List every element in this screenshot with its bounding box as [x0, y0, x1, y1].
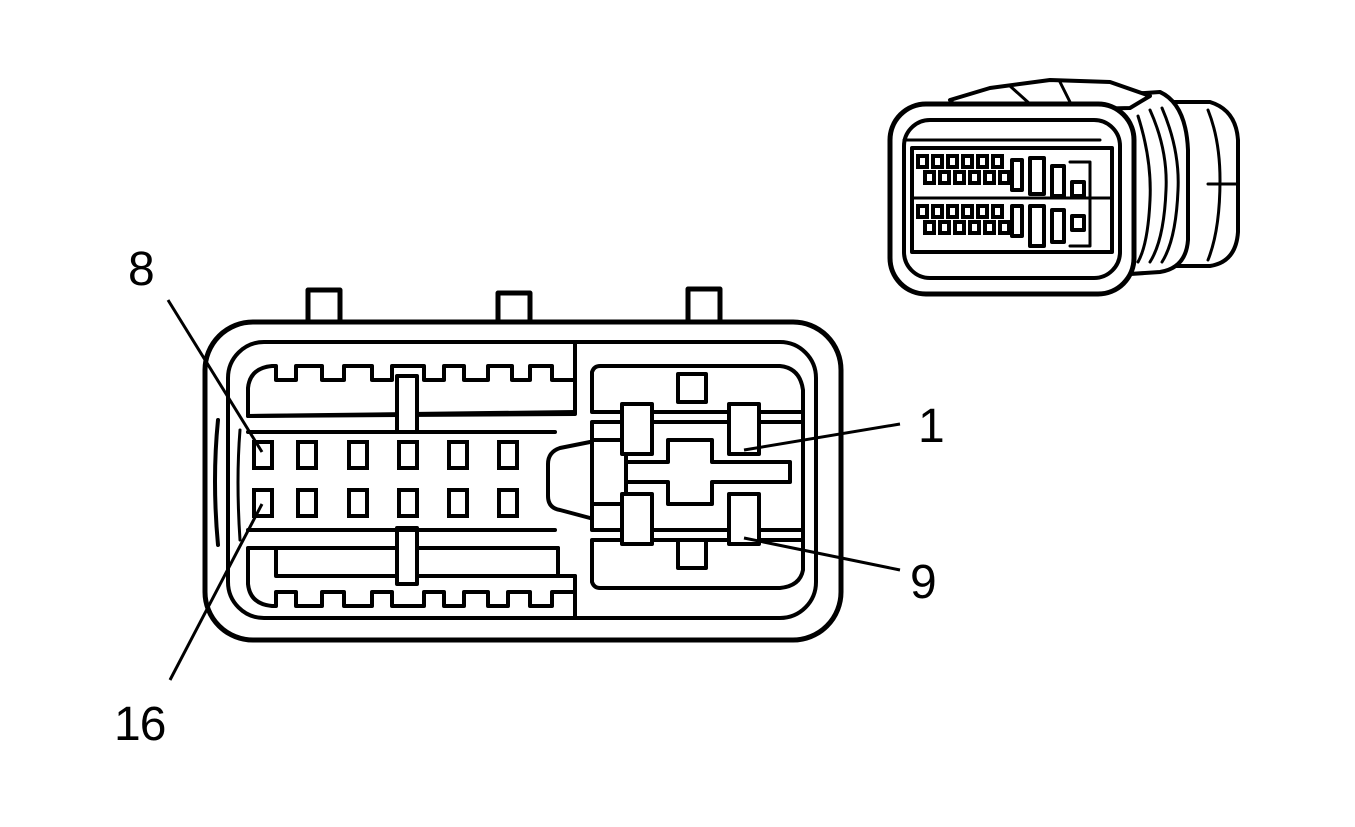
- shell-rim-left-inner: [236, 428, 242, 542]
- pin-label-8: 8: [128, 243, 154, 296]
- small-cavity-row-top: [252, 440, 519, 470]
- right-key-bottom: [676, 538, 708, 570]
- front-small-cavity: [998, 220, 1011, 235]
- key-upper: [395, 374, 419, 434]
- front-small-cavity: [991, 154, 1004, 169]
- front-small-cavity: [991, 204, 1004, 219]
- large-cavity-9: [727, 492, 761, 546]
- front-small-cavity: [931, 154, 944, 169]
- front-large-cavity-1: [1028, 156, 1046, 196]
- front-large-cavity-3: [1050, 164, 1066, 198]
- leader-lines: [166, 299, 901, 681]
- top-tab-middle: [495, 290, 533, 326]
- leader-pin-16: [168, 503, 264, 681]
- connector-front-inner: [902, 118, 1122, 280]
- inner-shell: [226, 340, 818, 620]
- pin-label-16: 16: [114, 698, 165, 751]
- leader-pin-8: [166, 299, 264, 453]
- small-cavity-row-bottom: [252, 488, 519, 518]
- front-key-2: [1070, 214, 1086, 232]
- front-large-cavity-4: [1050, 208, 1066, 244]
- front-small-cavity: [998, 170, 1011, 185]
- rib-2: [1160, 106, 1180, 264]
- front-right-frame: [1068, 160, 1092, 248]
- front-key-1: [1070, 180, 1086, 198]
- front-small-cavity: [953, 220, 966, 235]
- front-small-cavity: [938, 220, 951, 235]
- front-small-cavity: [931, 204, 944, 219]
- rib-3: [1136, 114, 1152, 264]
- front-slot-2: [1010, 204, 1024, 238]
- front-large-cavity-2: [1028, 204, 1046, 248]
- rear-body-contour: [1206, 108, 1222, 262]
- front-small-cavity: [983, 170, 996, 185]
- key-lower: [395, 526, 419, 586]
- large-cavity-1: [727, 402, 761, 456]
- pin-label-9: 9: [910, 556, 936, 609]
- front-small-cavities: [916, 154, 1011, 235]
- front-small-cavity: [961, 154, 974, 169]
- large-cavity-cross: [590, 438, 792, 506]
- pin-label-1: 1: [918, 400, 944, 453]
- leader-pin-1: [743, 422, 901, 452]
- front-small-cavity: [983, 220, 996, 235]
- top-tab-right: [685, 286, 723, 326]
- large-cavity-bottom-left: [620, 492, 654, 546]
- latch-detail-1: [1008, 84, 1032, 106]
- front-slot-1: [1010, 158, 1024, 192]
- front-small-cavity: [968, 170, 981, 185]
- large-cavity-top-left: [620, 402, 654, 456]
- shell-rim-left: [213, 418, 220, 547]
- leader-pin-9: [743, 536, 901, 572]
- front-small-cavity: [976, 204, 989, 219]
- front-small-cavity: [916, 204, 929, 219]
- rib-1: [1148, 108, 1168, 264]
- latch-detail-2: [1058, 80, 1072, 104]
- connector-face: [202, 286, 844, 643]
- front-small-cavity: [968, 220, 981, 235]
- right-key-top: [676, 372, 708, 404]
- front-small-cavity: [938, 170, 951, 185]
- center-bump: [546, 440, 592, 520]
- front-small-cavity: [953, 170, 966, 185]
- front-small-cavity: [961, 204, 974, 219]
- front-small-cavity: [916, 154, 929, 169]
- front-small-cavity: [946, 154, 959, 169]
- front-small-cavity: [923, 220, 936, 235]
- front-small-cavity: [923, 170, 936, 185]
- top-tab-left: [305, 287, 343, 326]
- front-small-cavity: [946, 204, 959, 219]
- connector-isometric-view: [887, 78, 1240, 297]
- front-small-cavity: [976, 154, 989, 169]
